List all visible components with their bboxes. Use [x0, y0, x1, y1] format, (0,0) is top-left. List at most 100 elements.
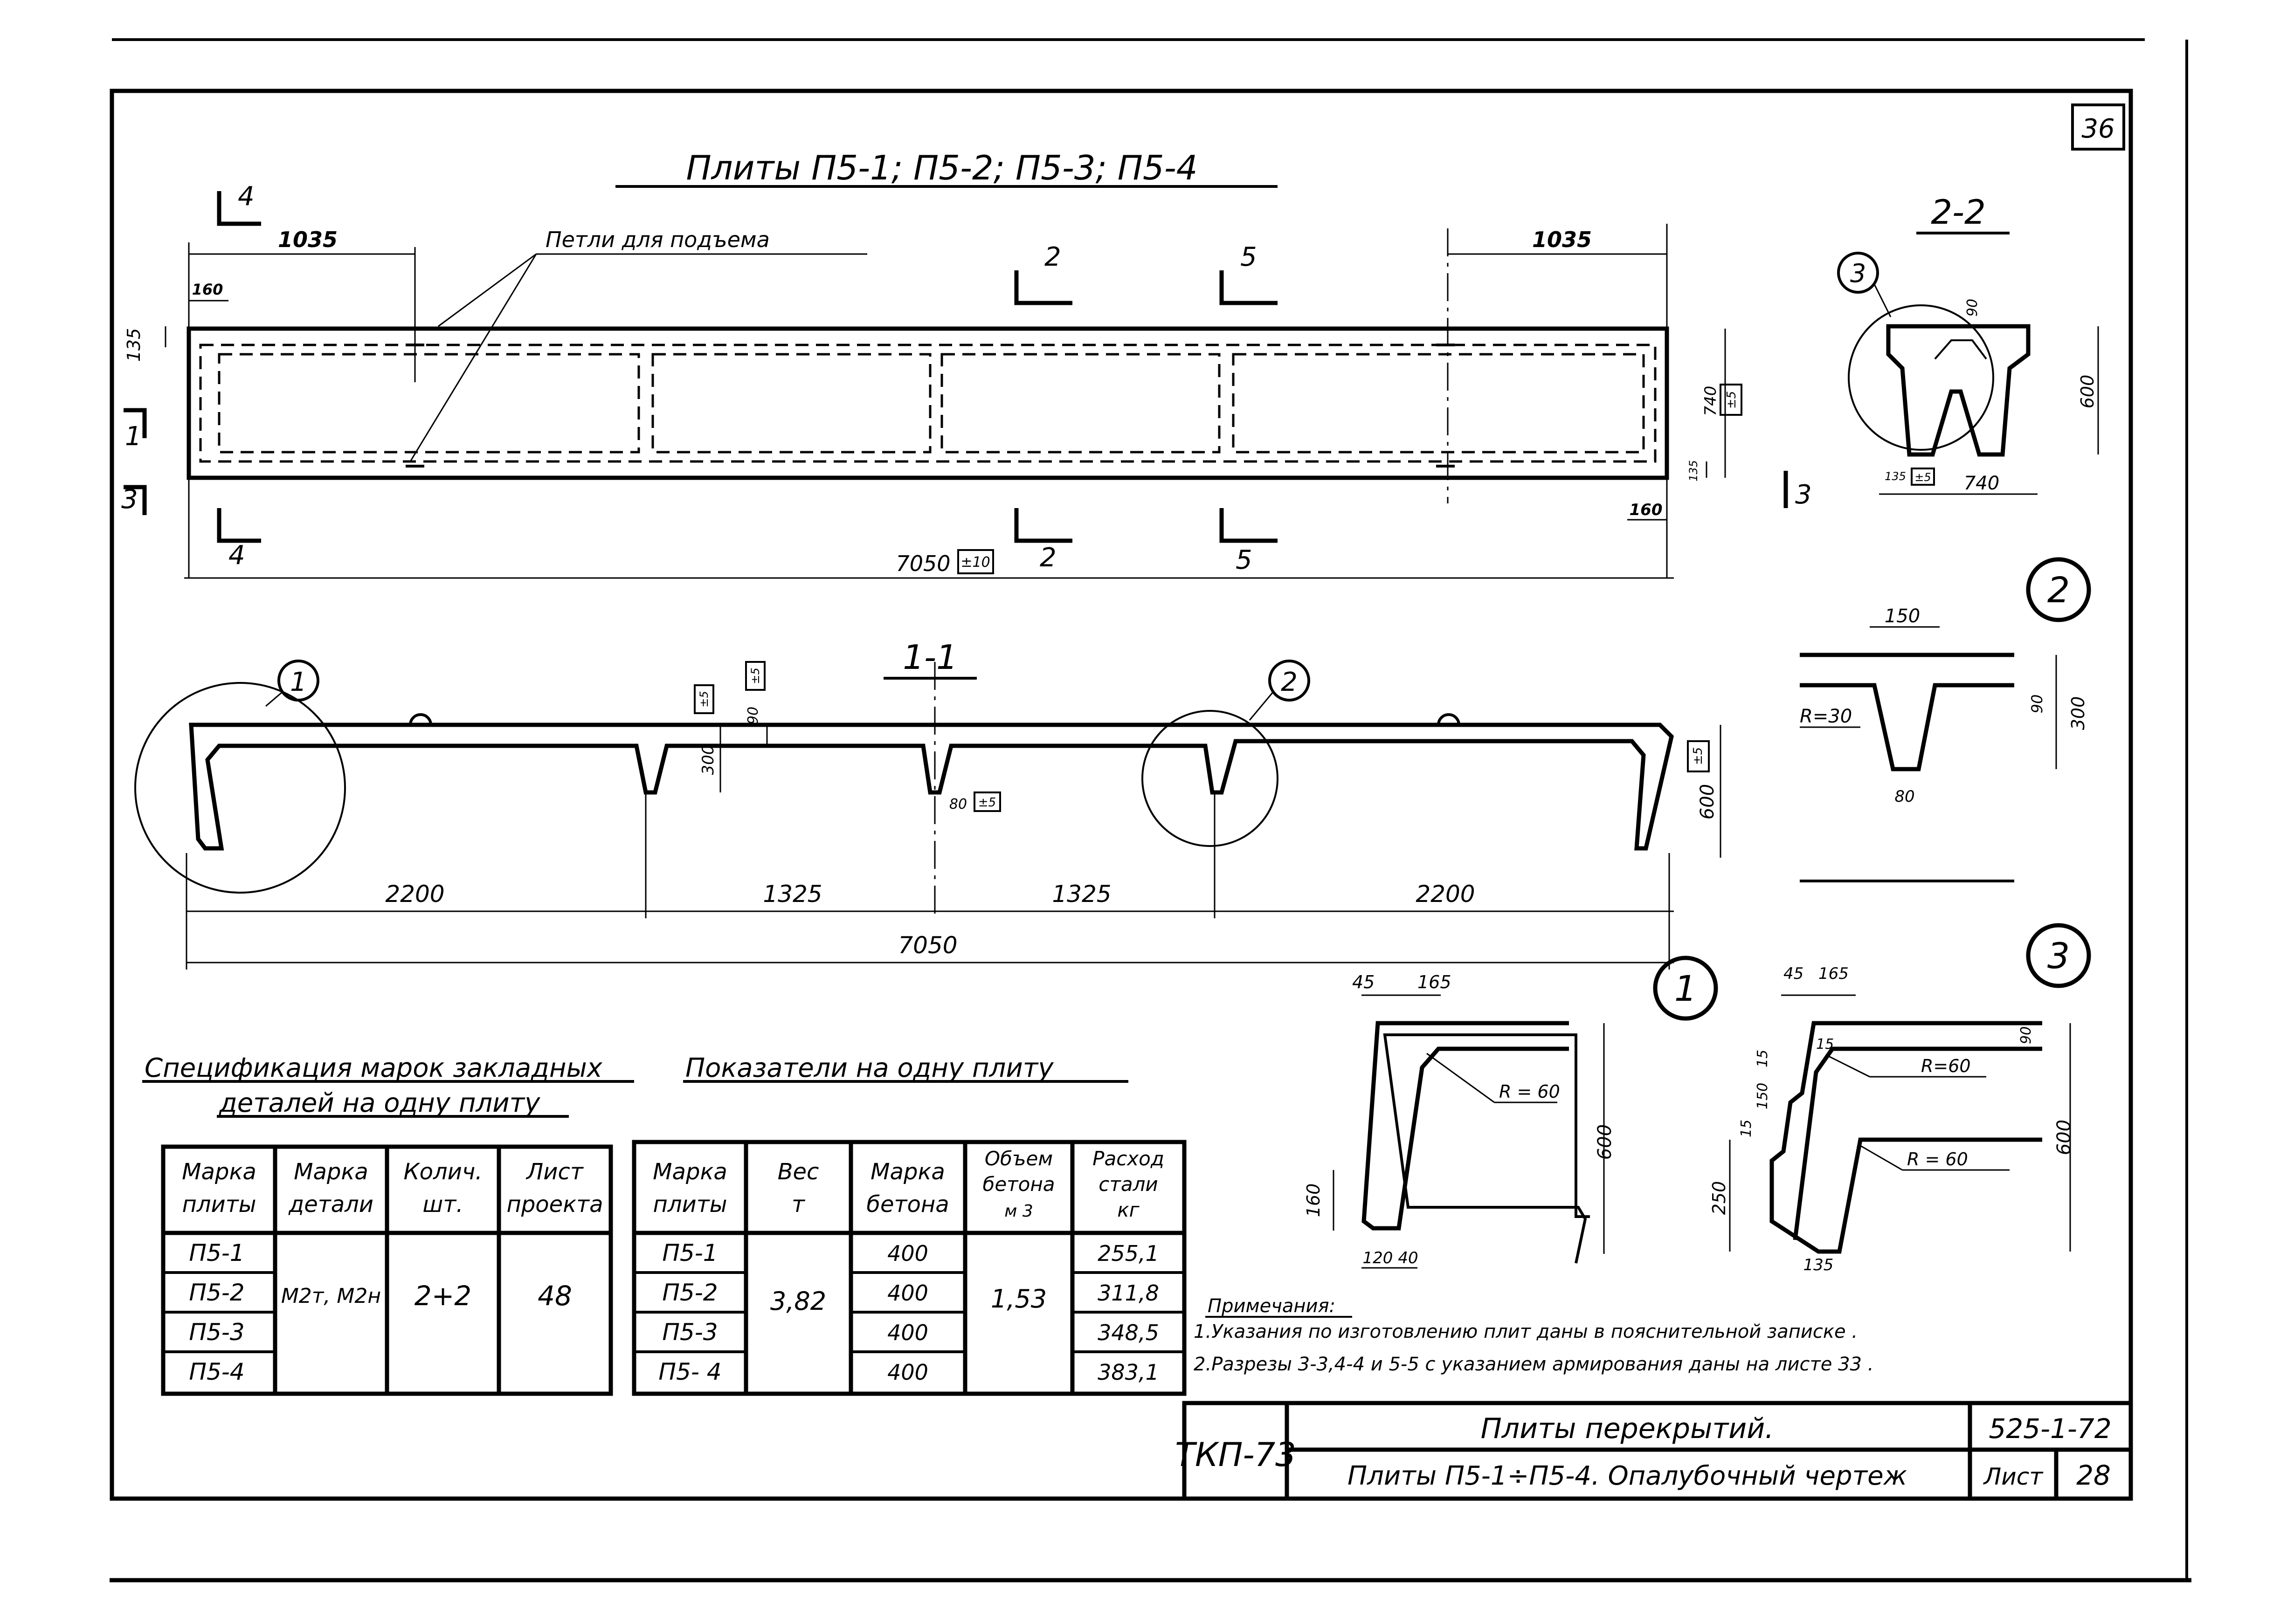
detail-3-label: 3 [2047, 935, 2070, 977]
spec-h1-b: плиты [182, 1191, 256, 1218]
ind-mark-3: П5-3 [662, 1319, 718, 1346]
tol-740-box [1720, 384, 1742, 416]
indicators-table: Показатели на одну плиту Марка плиты Вес… [632, 1053, 1187, 1396]
detail-3-profile [1769, 1021, 2042, 1254]
detail-2-profile [1800, 683, 2014, 771]
dim-250-d3: 250 [1709, 1181, 1729, 1215]
ind-volume: 1,53 [991, 1284, 1047, 1314]
dim-150-d3: 150 [1755, 1083, 1771, 1109]
loop-right-11 [1437, 713, 1460, 725]
tb-sheet-label: Лист [1983, 1463, 2044, 1490]
tol-300-box-11 [694, 684, 714, 714]
dim-15b-d3: 15 [1755, 1050, 1771, 1067]
r-60-leader-d1 [1426, 1053, 1495, 1103]
dim-135-right: 135 [1687, 460, 1700, 482]
ind-h2-b: т [792, 1191, 806, 1218]
detail-1-badge [1653, 956, 1718, 1021]
section-2-2-title: 2-2 [1931, 193, 1986, 232]
ind-title: Показатели на одну плиту [685, 1053, 1054, 1083]
spec-h3-a: Колич. [404, 1159, 483, 1185]
tol-740: ±5 [1725, 391, 1739, 409]
dim-165-d1: 165 [1417, 972, 1451, 992]
dim-7050: 7050 [896, 551, 950, 576]
cut-5-top [1219, 270, 1278, 305]
callout-2-label: 2 [1281, 667, 1298, 697]
ind-grade-2: 400 [887, 1280, 928, 1306]
spec-title-1: Спецификация марок закладных [145, 1053, 603, 1083]
tb-name: Плиты перекрытий. [1481, 1412, 1774, 1445]
slab-outline [187, 326, 1669, 480]
ind-mark-1: П5-1 [662, 1239, 718, 1266]
section-2-2-inner [1934, 339, 1987, 360]
dim-160-d1: 160 [1303, 1184, 1324, 1218]
r-60-d1: R = 60 [1499, 1081, 1560, 1102]
note-2: 2.Разрезы 3-3,4-4 и 5-5 с указанием арми… [1194, 1354, 1873, 1375]
tol-300-11: ±5 [698, 691, 711, 707]
cut-3-right-label: 3 [1795, 480, 1812, 510]
cut-5-bottom [1219, 508, 1278, 543]
cut-5-top-label: 5 [1240, 242, 1257, 272]
cut-2-top [1014, 270, 1072, 305]
detail-3: 3 45 165 15 15 150 15 90 R=60 R = 60 250… [1709, 923, 2091, 1274]
cut-5-bottom-label: 5 [1236, 545, 1252, 575]
detail-3-badge [2026, 923, 2091, 988]
tb-stamp: ТКП-73 [1175, 1436, 1296, 1474]
ind-h3-a: Марка [871, 1159, 945, 1185]
dim-740: 740 [1701, 386, 1720, 416]
detail-1-profile [1361, 1021, 1569, 1231]
corner-number: 36 [2081, 114, 2114, 144]
dim-740-22: 740 [1964, 473, 1999, 494]
dim-600-11: 600 [1697, 784, 1718, 819]
cut-2-top-label: 2 [1044, 242, 1061, 272]
tol-600-11: ±5 [1691, 747, 1705, 765]
callout-1-label: 1 [290, 667, 307, 697]
cut-1-left-label: 1 [125, 421, 142, 452]
loop-left-11 [409, 713, 432, 725]
ind-steel-2: 311,8 [1098, 1280, 1159, 1306]
spec-qty: 2+2 [415, 1280, 471, 1312]
ind-h5-a: Расход [1092, 1147, 1164, 1170]
tol-7050-box [957, 549, 994, 574]
cut-2-bottom-label: 2 [1040, 543, 1057, 573]
ind-steel-1: 255,1 [1098, 1241, 1159, 1266]
callout-1-circle [277, 660, 319, 702]
ind-table-frame [632, 1140, 1187, 1396]
dim-80-11: 80 [949, 796, 967, 812]
section-2-2-profile [1886, 324, 2031, 457]
corner-number-box [2071, 103, 2125, 151]
ind-h4-c: м 3 [1004, 1202, 1033, 1221]
detail-1-guide [1383, 1033, 1590, 1264]
ind-h4-a: Объем [985, 1147, 1053, 1170]
spec-h2-b: детали [288, 1191, 373, 1218]
dim-160-top: 160 [192, 281, 223, 298]
leader-loop-1 [438, 253, 537, 327]
dim-40-d1: 40 [1398, 1249, 1418, 1267]
r-60-1-d3: R=60 [1921, 1056, 1971, 1076]
tol-7050: ±10 [960, 554, 990, 571]
plan-view: Петли для подъема 1035 1035 160 135 740 … [121, 181, 1812, 579]
tol-box-22 [1911, 468, 1935, 486]
panel-4-dashed [1232, 353, 1645, 454]
span-3: 1325 [1052, 881, 1111, 908]
spec-h2-a: Марка [294, 1159, 368, 1185]
ind-h5-c: кг [1117, 1198, 1140, 1221]
detail-1-label: 1 [1674, 968, 1697, 1009]
total-span: 7050 [898, 932, 957, 959]
dim-300-11: 300 [699, 745, 718, 775]
detail-1-circle-11 [134, 682, 346, 894]
main-title: Плиты П5-1; П5-2; П5-3; П5-4 [686, 148, 1197, 187]
note-1: 1.Указания по изготовлению плит даны в п… [1194, 1321, 1858, 1342]
ind-mark-4: П5- 4 [658, 1358, 721, 1385]
ind-h5-b: стали [1099, 1173, 1158, 1196]
ind-h1-a: Марка [653, 1159, 727, 1185]
spec-table: Спецификация марок закладных деталей на … [142, 1053, 634, 1396]
detail-2-label: 2 [2047, 569, 2070, 611]
spec-detail-mark: М2т, М2н [281, 1284, 381, 1308]
spec-mark-2: П5-2 [189, 1279, 244, 1306]
ind-steel-3: 348,5 [1098, 1320, 1159, 1345]
cut-2-bottom [1014, 508, 1072, 543]
leader-loop-2 [409, 254, 537, 462]
span-4: 2200 [1416, 881, 1475, 908]
tol-600-box-11 [1687, 740, 1710, 772]
